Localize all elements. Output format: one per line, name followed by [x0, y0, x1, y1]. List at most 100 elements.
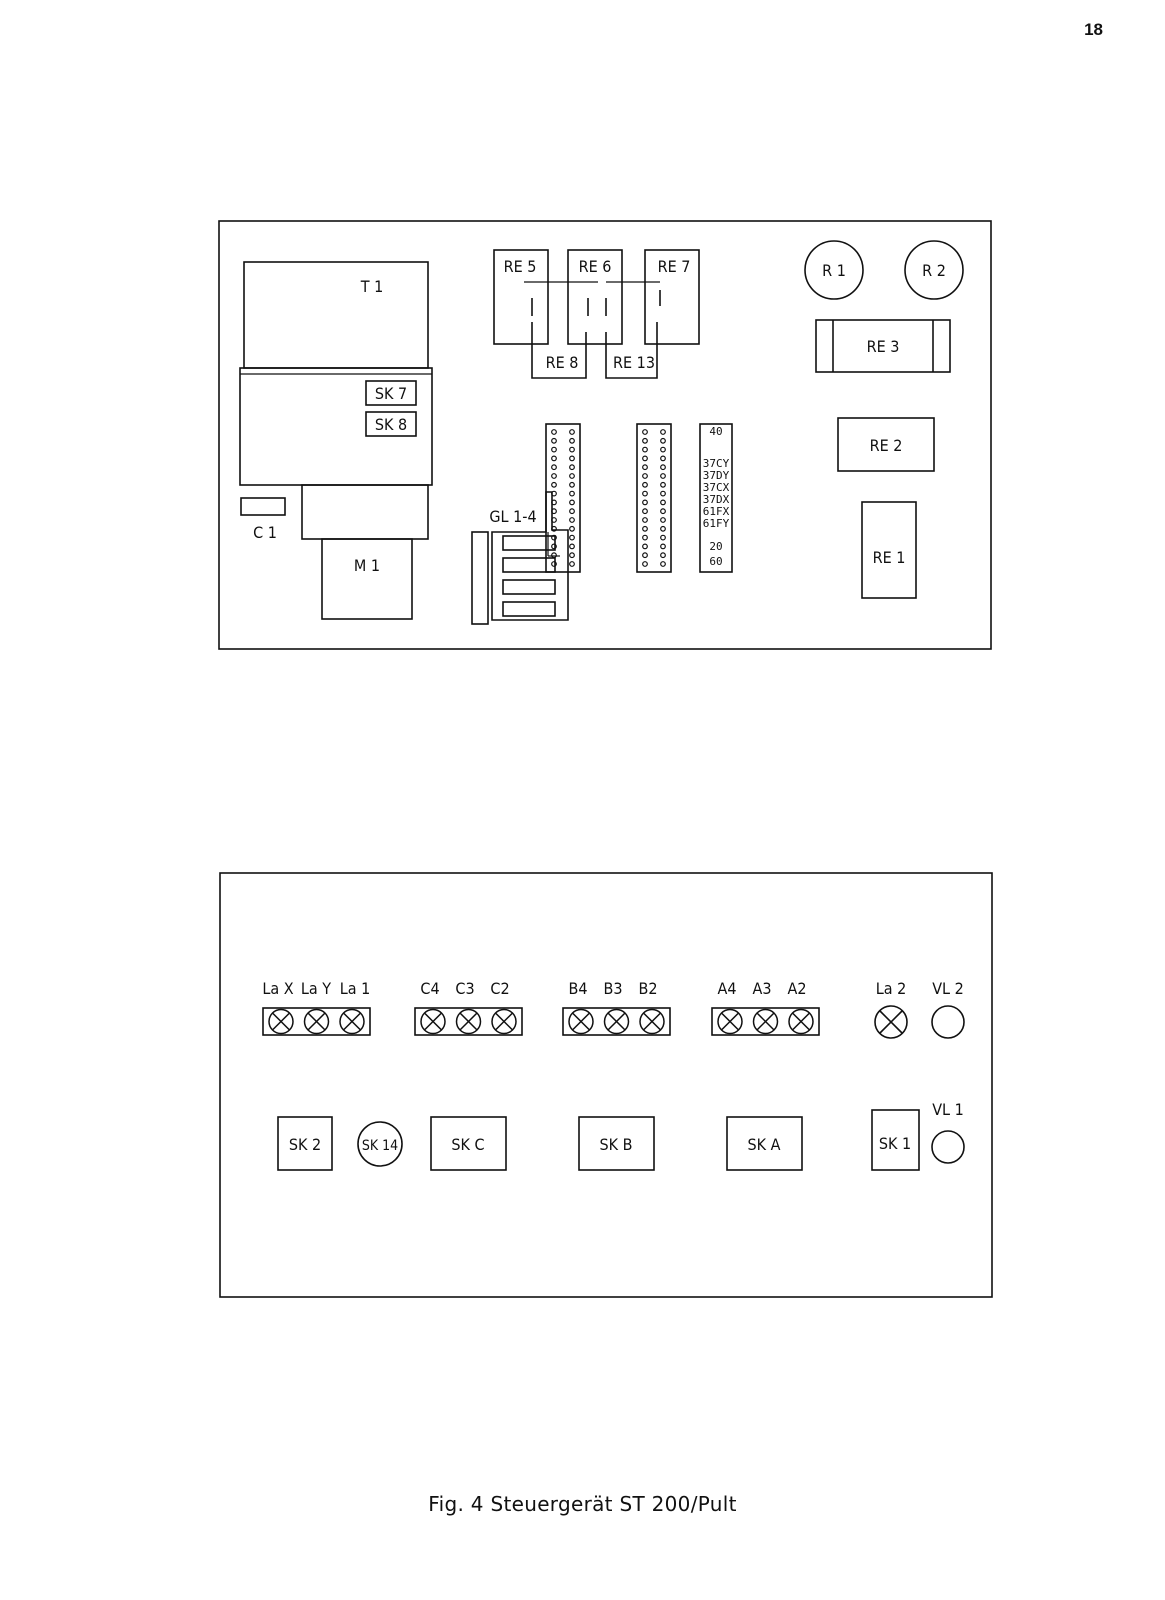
transformer-t1-box — [243, 261, 429, 369]
connector-hole — [660, 561, 666, 567]
connector-hole — [660, 543, 666, 550]
lamp-strip-la — [262, 1007, 371, 1036]
c1-label: C 1 — [253, 523, 277, 542]
lamp-label: B2 — [638, 979, 657, 998]
connector-hole — [660, 455, 666, 462]
board-outline — [218, 220, 992, 650]
connector-hole — [569, 561, 575, 567]
gl3 — [502, 579, 556, 595]
la2-label: La 2 — [876, 979, 907, 998]
ska-box — [726, 1116, 803, 1171]
skc-box — [430, 1116, 507, 1171]
ska-label: SK A — [748, 1135, 781, 1154]
r2-circle — [904, 240, 964, 300]
connector-hole — [551, 481, 557, 488]
connector-hole — [569, 508, 575, 515]
connector-hole — [642, 552, 648, 559]
vl2-label: VL 2 — [932, 979, 964, 998]
connector-hole — [551, 429, 557, 435]
connector-hole — [642, 508, 648, 515]
connector-hole — [551, 525, 557, 532]
connector-hole — [642, 499, 648, 506]
connector-hole — [642, 473, 648, 479]
connector-hole — [551, 508, 557, 515]
connector-hole — [551, 552, 557, 559]
connector-hole — [569, 455, 575, 462]
re3-box — [815, 319, 951, 373]
lamp-label: La X — [262, 979, 293, 998]
sk7-box — [365, 380, 417, 406]
lamp-icon — [788, 1008, 814, 1035]
sk2-box — [277, 1116, 333, 1171]
connector-hole — [660, 552, 666, 559]
connector-hole — [569, 552, 575, 559]
r1-label: R 1 — [822, 261, 846, 280]
terminal-label: 40 — [709, 425, 722, 438]
connector-hole — [569, 429, 575, 435]
connector-hole — [551, 534, 557, 541]
connector-hole — [642, 455, 648, 462]
la2-lamp-icon — [874, 1005, 908, 1039]
m1-box — [321, 538, 413, 620]
connector-hole — [569, 473, 575, 479]
lamp-icon — [455, 1008, 482, 1035]
connector-hole — [569, 464, 575, 471]
lamp-strip-b — [562, 1007, 671, 1036]
connector-hole — [551, 446, 557, 453]
connector-hole — [660, 508, 666, 515]
lamp-label: La Y — [301, 979, 331, 998]
m1-label: M 1 — [354, 556, 380, 575]
terminal-label: 37CX — [703, 481, 730, 494]
skb-label: SK B — [599, 1135, 632, 1154]
re8-label: RE 8 — [546, 353, 579, 372]
lamp-icon — [491, 1008, 517, 1035]
sk7-label: SK 7 — [375, 384, 407, 403]
lamp-icon — [339, 1008, 365, 1035]
connector-hole — [642, 437, 648, 444]
re7-box — [644, 249, 700, 345]
lamp-label: B3 — [603, 979, 622, 998]
connector-hole — [551, 455, 557, 462]
sk1-label: SK 1 — [879, 1134, 911, 1153]
connector-hole — [660, 437, 666, 444]
connector-hole — [551, 437, 557, 444]
connector-hole — [642, 481, 648, 488]
connector-hole — [660, 525, 666, 532]
lamp-label: C2 — [490, 979, 509, 998]
gl-label: GL 1-4 — [489, 507, 536, 526]
c1-box — [240, 497, 286, 516]
connector-hole — [642, 446, 648, 453]
connector-hole — [551, 464, 557, 471]
terminal-label: 61FY — [703, 517, 730, 530]
sk8-label: SK 8 — [375, 415, 407, 434]
lamp-icon — [303, 1008, 330, 1035]
connector-hole — [642, 561, 648, 567]
connector-hole — [642, 517, 648, 523]
re7-label: RE 7 — [658, 257, 691, 276]
connector-hole — [660, 446, 666, 453]
lamp-icon — [752, 1008, 779, 1035]
re5-label: RE 5 — [504, 257, 537, 276]
lamp-label: La 1 — [340, 979, 371, 998]
skb-box — [578, 1116, 655, 1171]
vl1-circle — [931, 1130, 965, 1164]
lamp-strip-a — [711, 1007, 820, 1036]
terminal-label: 20 — [709, 540, 722, 553]
connector-hole — [660, 464, 666, 471]
vl2-circle — [931, 1005, 965, 1039]
connector-hole — [660, 499, 666, 506]
connector-hole — [569, 437, 575, 444]
re6-box — [567, 249, 623, 345]
connector-hole — [551, 517, 557, 523]
sk1-box — [871, 1109, 920, 1171]
connector-hole — [660, 534, 666, 541]
terminal-label: 60 — [709, 555, 722, 568]
m1-mount — [301, 484, 429, 540]
t1-label: T 1 — [360, 277, 384, 296]
lamp-label: A3 — [753, 979, 772, 998]
lamp-icon — [568, 1008, 594, 1035]
connector-hole — [569, 543, 575, 550]
connector-strip-2 — [636, 423, 672, 573]
connector-hole — [551, 490, 557, 497]
figure-caption: Fig. 4 Steuergerät ST 200/Pult — [428, 1492, 737, 1516]
